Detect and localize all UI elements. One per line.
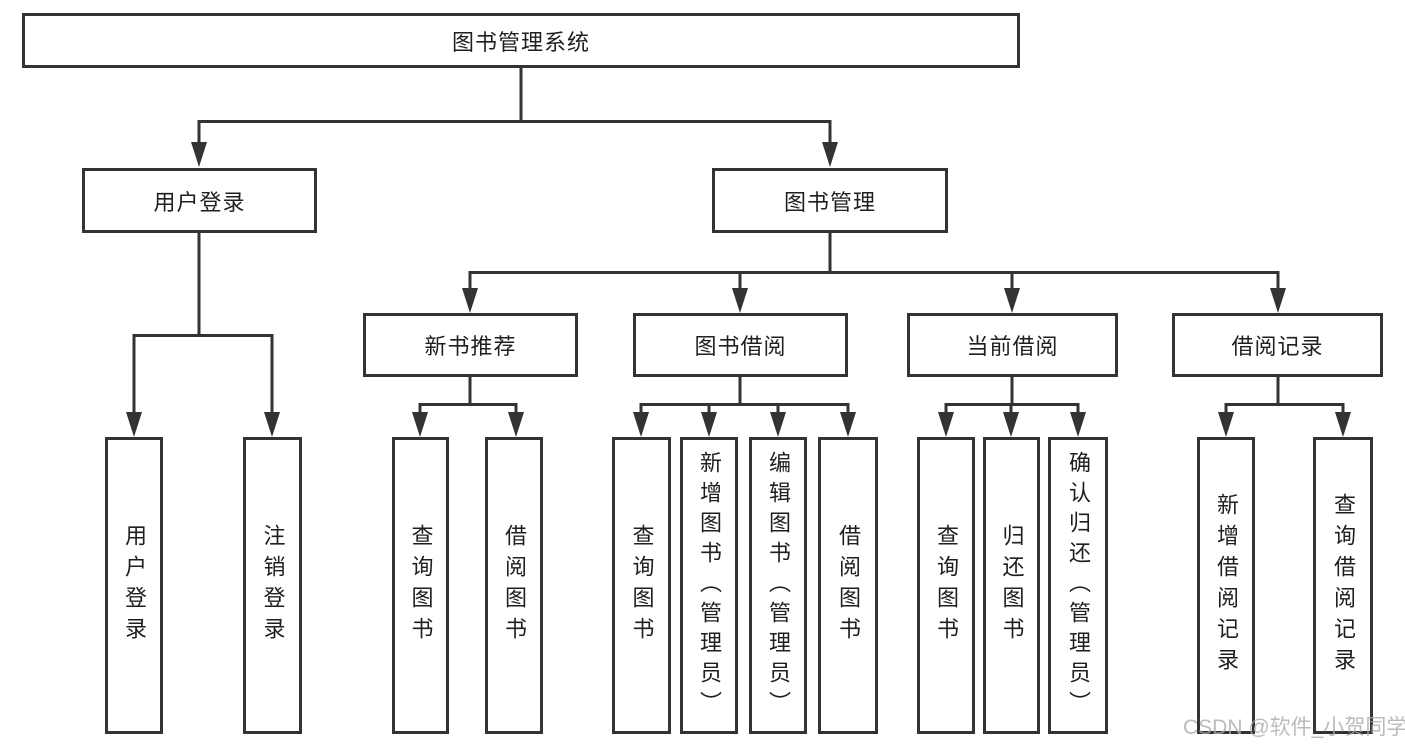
- leaf-label: 查询图书: [934, 523, 959, 648]
- leaf-recommend-borrow-book: 借阅图书: [485, 437, 543, 734]
- leaf-borrow-borrow-book: 借阅图书: [818, 437, 878, 734]
- leaf-user-login: 用户登录: [105, 437, 163, 734]
- leaf-recommend-query-book: 查询图书: [392, 437, 449, 734]
- leaf-label: 新增借阅记录: [1214, 492, 1239, 679]
- leaf-label: 编辑图书（管理员）: [766, 450, 791, 721]
- node-label: 用户登录: [153, 189, 246, 215]
- node-book-management: 图书管理: [712, 168, 948, 233]
- leaf-logout: 注销登录: [243, 437, 302, 734]
- leaf-label: 查询图书: [629, 523, 655, 648]
- leaf-label: 查询借阅记录: [1331, 492, 1356, 679]
- leaf-label: 归还图书: [999, 523, 1025, 648]
- leaf-borrow-add-book-admin: 新增图书（管理员）: [680, 437, 738, 734]
- node-label: 当前借阅: [966, 334, 1059, 359]
- leaf-current-query-book: 查询图书: [917, 437, 975, 734]
- leaf-label: 用户登录: [122, 523, 147, 648]
- csdn-watermark: CSDN @软件_小贺同学: [1183, 716, 1405, 739]
- leaf-records-add-record: 新增借阅记录: [1197, 437, 1255, 734]
- node-borrow-records: 借阅记录: [1172, 313, 1383, 377]
- node-new-book-recommend: 新书推荐: [363, 313, 578, 377]
- leaf-borrow-edit-book-admin: 编辑图书（管理员）: [749, 437, 807, 734]
- leaf-current-confirm-return-admin: 确认归还（管理员）: [1048, 437, 1108, 734]
- leaf-label: 注销登录: [260, 523, 286, 648]
- node-label: 图书管理系统: [451, 29, 590, 55]
- leaf-label: 借阅图书: [836, 523, 861, 648]
- arrowheads: [126, 142, 1351, 437]
- leaf-label: 借阅图书: [502, 523, 527, 648]
- node-label: 图书借阅: [694, 334, 787, 359]
- node-root-library-management-system: 图书管理系统: [22, 13, 1020, 68]
- node-label: 借阅记录: [1231, 334, 1324, 359]
- node-book-borrow: 图书借阅: [633, 313, 848, 377]
- node-label: 新书推荐: [424, 334, 517, 359]
- leaf-label: 新增图书（管理员）: [697, 450, 722, 721]
- leaf-label: 确认归还（管理员）: [1066, 450, 1091, 721]
- node-label: 图书管理: [783, 189, 876, 215]
- leaf-borrow-query-book: 查询图书: [612, 437, 671, 734]
- node-user-login: 用户登录: [82, 168, 317, 233]
- node-current-borrow: 当前借阅: [907, 313, 1118, 377]
- leaf-current-return-book: 归还图书: [983, 437, 1040, 734]
- leaf-label: 查询图书: [408, 523, 434, 648]
- leaf-records-query-record: 查询借阅记录: [1313, 437, 1373, 734]
